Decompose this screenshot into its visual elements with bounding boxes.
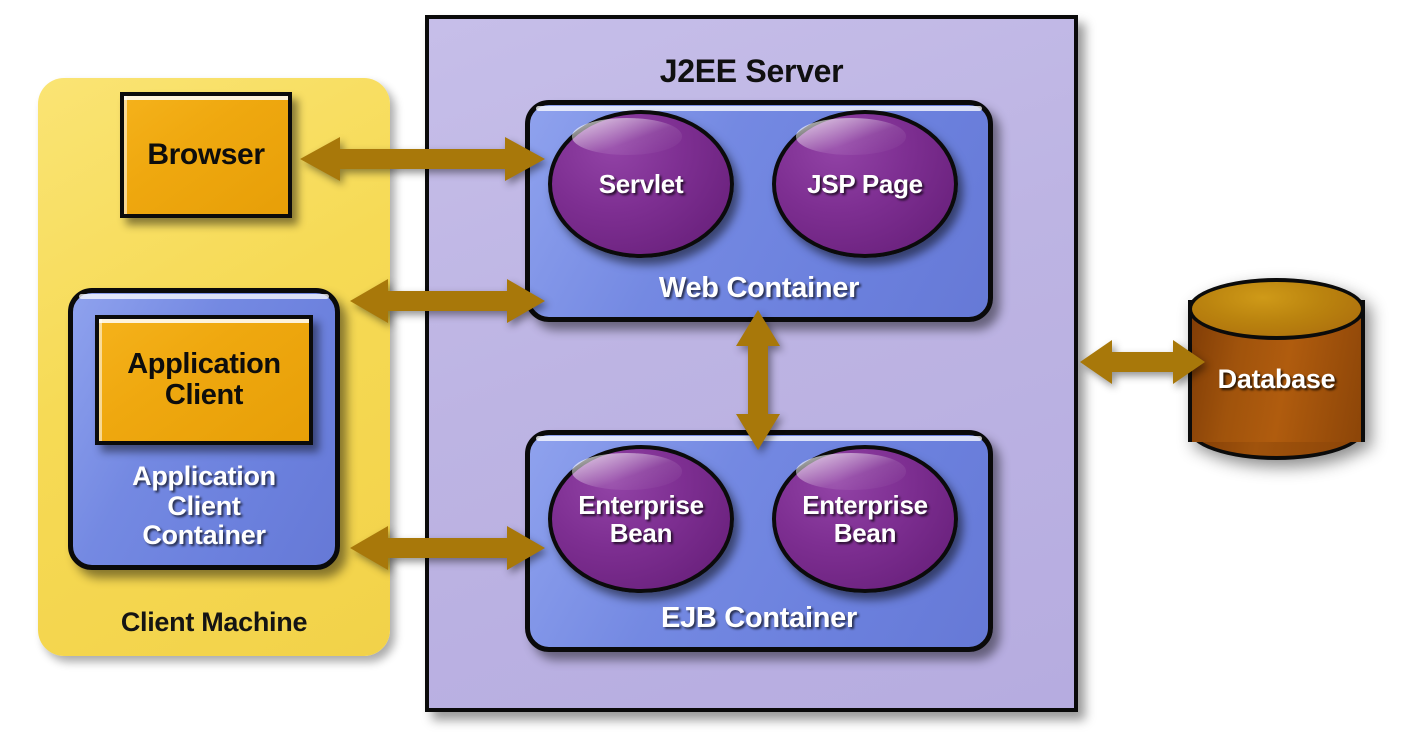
client-machine-label: Client Machine <box>120 607 308 637</box>
enterprise-bean-label-2: Enterprise Bean <box>802 491 928 547</box>
arrow-app-client-container-to-ejb-container <box>350 524 545 572</box>
enterprise-bean-1-line-1: Enterprise <box>578 489 704 520</box>
database-cylinder: Database <box>1188 278 1365 464</box>
enterprise-bean-component-1: Enterprise Bean <box>548 445 734 593</box>
app-client-label-line-2: Client <box>164 379 244 411</box>
web-container-label: Web Container <box>658 272 860 305</box>
database-top-ellipse <box>1188 278 1365 340</box>
ejb-container-label: EJB Container <box>661 602 857 635</box>
app-client-container-label-line-1: Application <box>132 460 276 491</box>
enterprise-bean-label-1: Enterprise Bean <box>578 491 704 547</box>
application-client-container-label: Application Client Container <box>73 460 335 551</box>
database-label: Database <box>1217 364 1336 394</box>
enterprise-bean-1-line-2: Bean <box>609 518 673 548</box>
application-client-label: Application Client <box>127 349 281 410</box>
jsp-page-component: JSP Page <box>772 110 958 258</box>
app-client-container-label-line-3: Container <box>142 520 266 551</box>
application-client-box: Application Client <box>95 315 313 445</box>
browser-label: Browser <box>147 138 265 172</box>
enterprise-bean-component-2: Enterprise Bean <box>772 445 958 593</box>
browser-box: Browser <box>120 92 292 218</box>
j2ee-server-title: J2EE Server <box>659 53 844 89</box>
enterprise-bean-2-line-2: Bean <box>833 518 897 548</box>
arrow-app-client-container-to-web-container <box>350 277 545 325</box>
app-client-label-line-1: Application <box>127 348 281 381</box>
servlet-component: Servlet <box>548 110 734 258</box>
arrow-web-container-to-ejb-container <box>734 310 782 450</box>
jsp-page-label: JSP Page <box>807 168 923 199</box>
arrow-browser-to-web-container <box>300 135 545 183</box>
enterprise-bean-2-line-1: Enterprise <box>802 489 928 520</box>
app-client-container-label-line-2: Client <box>167 490 241 521</box>
servlet-label: Servlet <box>598 168 684 199</box>
arrow-j2ee-server-to-database <box>1080 338 1205 386</box>
